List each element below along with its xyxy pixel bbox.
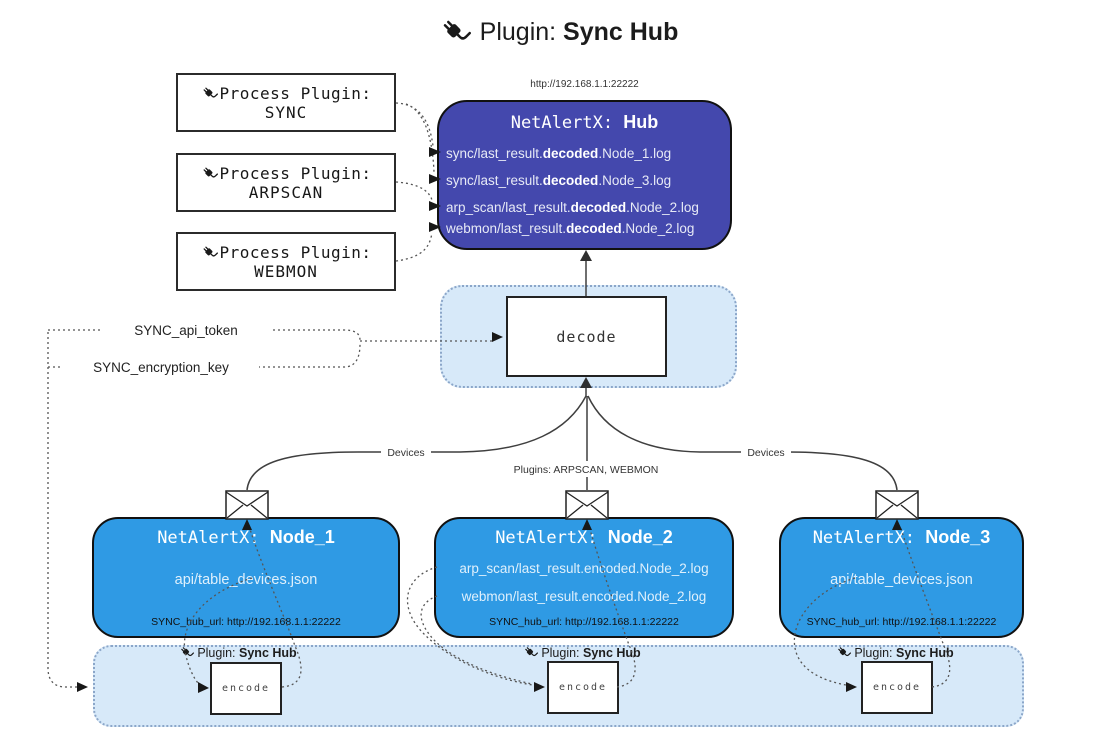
title-bold: Sync Hub — [563, 17, 679, 46]
arrowhead-secrets-band — [77, 682, 88, 692]
hub-box: NetAlertX: Hub sync/last_result.decoded.… — [437, 100, 732, 250]
node-file: arp_scan/last_result.encoded.Node_2.log — [459, 561, 709, 576]
node-file: webmon/last_result.encoded.Node_2.log — [461, 589, 707, 604]
node-title: NetAlertX: Node_1 — [157, 527, 335, 548]
hub-file-row: arp_scan/last_result.decoded.Node_2.log — [446, 200, 699, 215]
band-plugin-label: Plugin: Sync Hub — [815, 644, 975, 661]
edge-node3-decode — [587, 395, 898, 491]
envelope-icon-node2 — [565, 490, 609, 520]
process-plugin-name: WEBMON — [254, 261, 318, 281]
node-hub-url: SYNC_hub_url: http://192.168.1.1:22222 — [806, 616, 997, 628]
hub-title-prefix: NetAlertX: — [510, 113, 624, 133]
plug-icon — [201, 164, 218, 181]
process-plugin-label: Process Plugin: — [219, 163, 372, 183]
hub-url-label: http://192.168.1.1:22222 — [530, 79, 639, 90]
plug-icon — [201, 84, 218, 101]
node-hub-url: SYNC_hub_url: http://192.168.1.1:22222 — [489, 616, 679, 628]
band-plugin-label: Plugin: Sync Hub — [158, 644, 318, 661]
plugins-label-text: Plugins: ARPSCAN, WEBMON — [514, 464, 659, 476]
hub-file-row: sync/last_result.decoded.Node_3.log — [446, 173, 672, 188]
band-plugin-text: Plugin: Sync Hub — [854, 645, 954, 660]
plug-icon — [523, 645, 539, 659]
edge-sync-hubline1 — [395, 102, 434, 147]
edge-api-token — [48, 329, 361, 341]
process-plugin-box-sync: Process Plugin: SYNC — [176, 73, 396, 132]
sync-api-token-label: SYNC_api_token — [100, 321, 272, 339]
node-title: NetAlertX: Node_3 — [812, 527, 991, 548]
devices-label-left: Devices — [381, 444, 431, 460]
edge-webmon-hubline — [395, 232, 433, 262]
process-plugin-box-webmon: Process Plugin: WEBMON — [176, 232, 396, 291]
edge-node1-decode — [246, 395, 587, 491]
title-prefix: Plugin: — [479, 17, 564, 46]
devices-label-left-text: Devices — [387, 447, 424, 459]
devices-label-right: Devices — [741, 444, 791, 460]
plug-icon — [836, 645, 852, 659]
plug-icon — [440, 16, 471, 46]
plugins-label-mid: Plugins: ARPSCAN, WEBMON — [506, 461, 666, 477]
envelope-icon-node1 — [225, 490, 269, 520]
band-plugin-label: Plugin: Sync Hub — [502, 644, 662, 661]
process-plugin-label: Process Plugin: — [219, 242, 372, 262]
plug-icon — [201, 243, 218, 260]
sync-encryption-key-text: SYNC_encryption_key — [93, 360, 229, 375]
band-plugin-text: Plugin: Sync Hub — [541, 645, 641, 660]
sync-encryption-key-label: SYNC_encryption_key — [63, 358, 259, 376]
encode-box: encode — [861, 661, 933, 714]
page-title-text: Plugin: Sync Hub — [480, 18, 679, 47]
node-file: api/table_devices.json — [174, 572, 318, 588]
hub-title: NetAlertX: Hub — [439, 112, 730, 133]
encode-box: encode — [547, 661, 619, 714]
plug-icon — [179, 645, 195, 659]
edge-secrets-band — [47, 332, 77, 688]
node-box-node3: NetAlertX: Node_3 api/table_devices.json… — [779, 517, 1024, 638]
decode-box: decode — [506, 296, 667, 377]
hub-title-name: Hub — [623, 112, 659, 132]
process-plugin-label: Process Plugin: — [219, 83, 372, 103]
envelope-icon-node3 — [875, 490, 919, 520]
node-box-node2: NetAlertX: Node_2 arp_scan/last_result.e… — [434, 517, 734, 638]
band-plugin-text: Plugin: Sync Hub — [197, 645, 297, 660]
edge-encryption-key — [48, 343, 361, 368]
edge-arpscan-hubline — [395, 181, 433, 201]
node-file: api/table_devices.json — [830, 572, 973, 588]
edge-sync-hubline2 — [405, 103, 435, 173]
sync-api-token-text: SYNC_api_token — [134, 323, 238, 338]
process-plugin-box-arpscan: Process Plugin: ARPSCAN — [176, 153, 396, 212]
page-title: Plugin: Sync Hub — [0, 16, 1117, 48]
encode-box: encode — [210, 662, 282, 715]
process-plugin-name: ARPSCAN — [248, 182, 324, 202]
node-title: NetAlertX: Node_2 — [495, 527, 673, 548]
hub-file-row: sync/last_result.decoded.Node_1.log — [446, 146, 672, 161]
arrowhead-into-hub — [580, 250, 592, 261]
node-box-node1: NetAlertX: Node_1 api/table_devices.json… — [92, 517, 400, 638]
devices-label-right-text: Devices — [747, 447, 784, 459]
hub-file-row: webmon/last_result.decoded.Node_2.log — [446, 221, 695, 236]
node-hub-url: SYNC_hub_url: http://192.168.1.1:22222 — [151, 616, 341, 628]
process-plugin-name: SYNC — [264, 102, 308, 122]
